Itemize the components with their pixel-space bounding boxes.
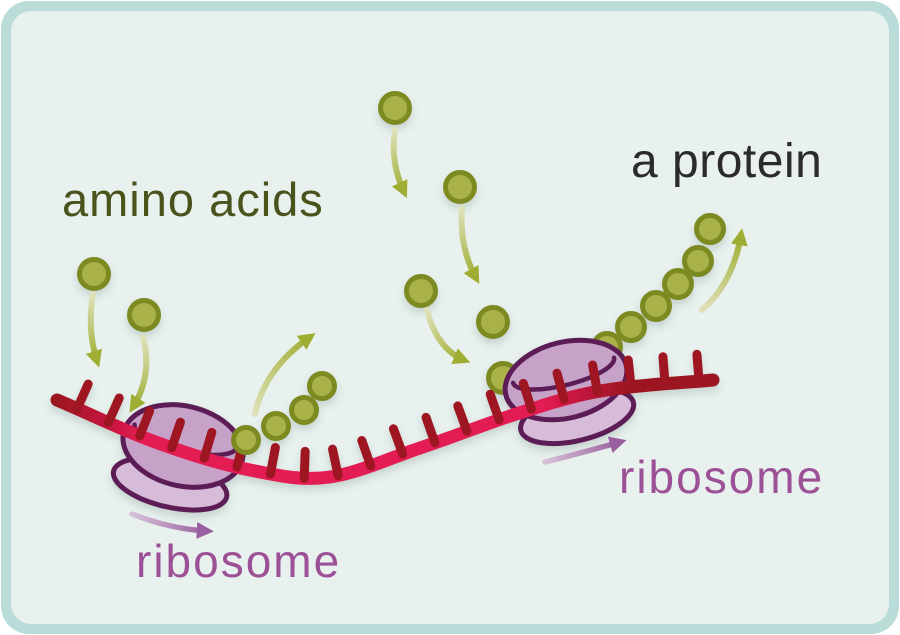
mrna-codon-tick [328, 444, 343, 481]
free-amino-acid [443, 170, 477, 204]
mrna-codon-tick [167, 417, 185, 453]
protein-chain-right-amino-acid [640, 290, 672, 322]
mrna-codon-tick [453, 401, 472, 436]
protein-chain-left-amino-acid [289, 395, 319, 425]
mrna-codon-tick [658, 352, 670, 389]
protein-chain-right-amino-acid [694, 213, 726, 245]
protein-chain-left-amino-acid [231, 425, 261, 455]
mrna-codon-tick [485, 389, 504, 425]
free-amino-acid [378, 91, 412, 125]
ribosome-right [502, 337, 637, 447]
amino-acid-direction-arrow [129, 334, 150, 413]
arrows-group [85, 127, 748, 539]
mrna-codon-tick [357, 436, 376, 471]
mrna-codon-tick [299, 446, 310, 483]
ribosome-rim [510, 355, 617, 392]
amino-acid-direction-arrow [424, 307, 471, 365]
amino-acid-direction-arrow [390, 127, 408, 199]
free-amino-acid [476, 305, 510, 339]
mrna-codon-tick [199, 427, 217, 463]
mrna-codon-tick [623, 355, 636, 392]
mrna-codon-tick [72, 379, 93, 414]
mrna-codon-tick [518, 378, 536, 414]
mrna-codon-tick [265, 442, 280, 479]
protein-chain-right-amino-acid [682, 245, 714, 277]
amino-acid-direction-arrow [699, 228, 748, 313]
mrna-codon-tick [388, 424, 408, 459]
free-amino-acid [127, 298, 161, 332]
protein-chain-left-amino-acid [307, 371, 337, 401]
amino-acid-direction-arrow [458, 205, 480, 284]
mrna-codon-tick [692, 349, 704, 386]
protein-chain-left-amino-acid [261, 411, 291, 441]
mrna-codon-tick [588, 360, 602, 397]
protein-chain-right-amino-acid [615, 311, 647, 343]
ribosome-direction-arrow [129, 511, 214, 539]
mrna-codon-tick [421, 412, 440, 448]
mrna-codon-tick [135, 406, 155, 441]
amino-acid-direction-arrow [85, 291, 102, 368]
amino-acid-direction-arrow [252, 333, 316, 417]
mrna-codon-tick [552, 368, 569, 404]
diagram-main-group [50, 91, 726, 513]
free-amino-acid [77, 257, 111, 291]
free-amino-acid [404, 274, 438, 308]
protein-chain-right-amino-acid [662, 268, 694, 300]
mrna-codon-tick [103, 393, 124, 428]
ribosome-direction-arrow [542, 436, 627, 465]
